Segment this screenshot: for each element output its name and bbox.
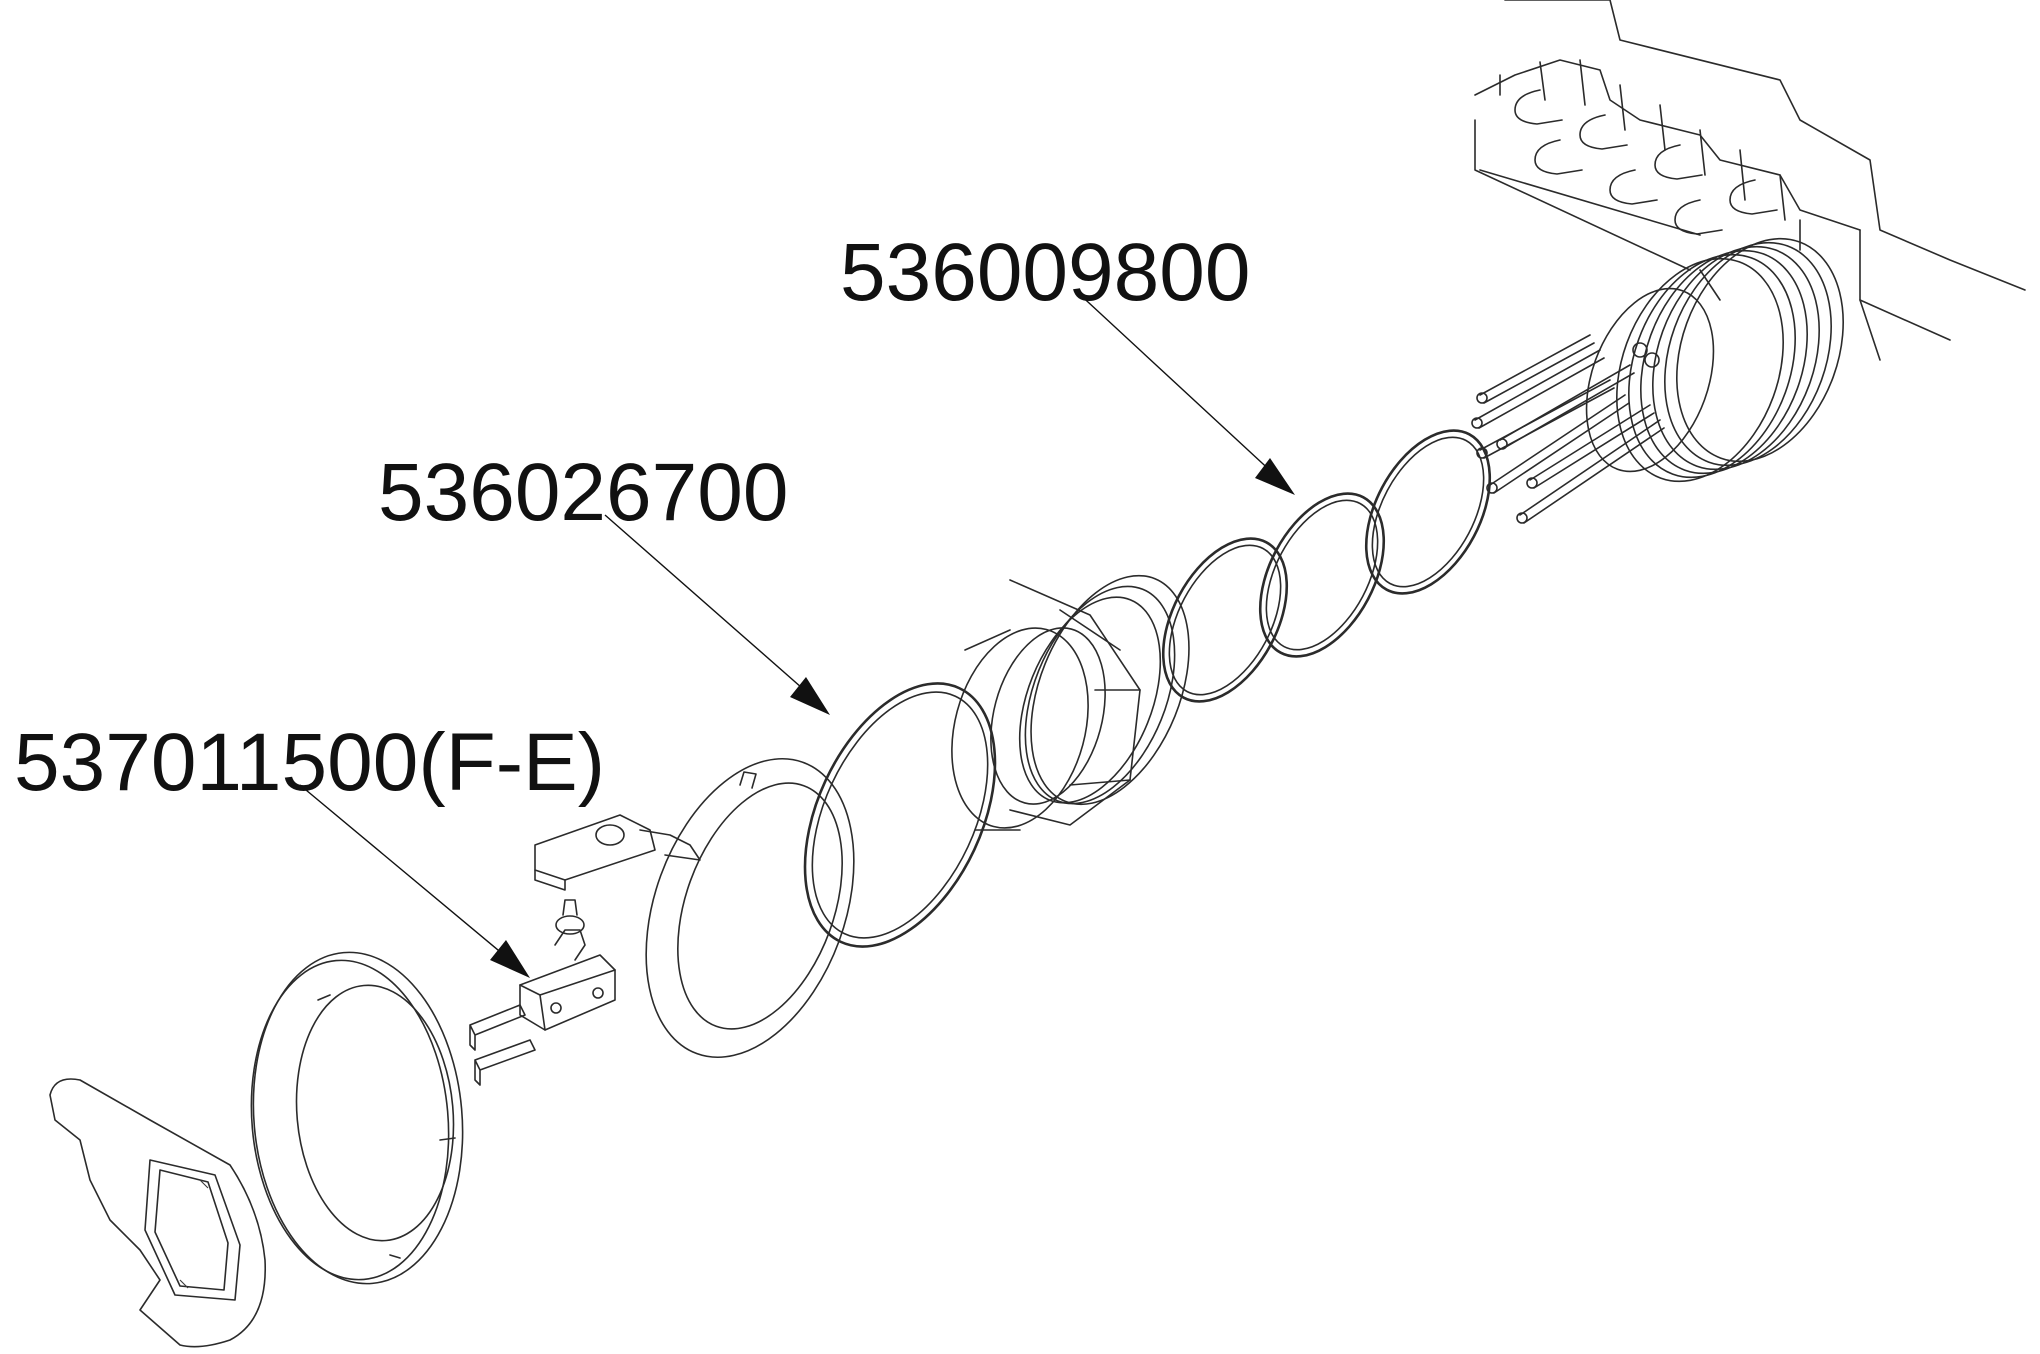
retaining-ring — [250, 951, 464, 1285]
callout-arrow — [790, 677, 830, 715]
small-o-ring-set — [1161, 429, 1492, 703]
callout-arrow — [1255, 458, 1295, 495]
callout-arrow — [490, 940, 530, 978]
part-label-large-o-ring: 536026700 — [378, 447, 788, 538]
washer-ring — [645, 757, 855, 1059]
callout-large-o-ring — [604, 514, 830, 715]
part-label-small-o-ring: 536009800 — [840, 227, 1250, 318]
electrode-flange — [1471, 237, 1844, 524]
callout-small-o-ring — [1074, 289, 1295, 495]
backing-plate — [49, 1078, 266, 1348]
heat-exchanger-body — [1474, 0, 2026, 361]
part-label-switch: 537011500(F-E) — [14, 717, 605, 808]
mounting-bracket — [534, 814, 701, 891]
micro-switch — [469, 899, 616, 1086]
callout-switch — [299, 784, 530, 978]
coupling-nut — [951, 574, 1190, 831]
